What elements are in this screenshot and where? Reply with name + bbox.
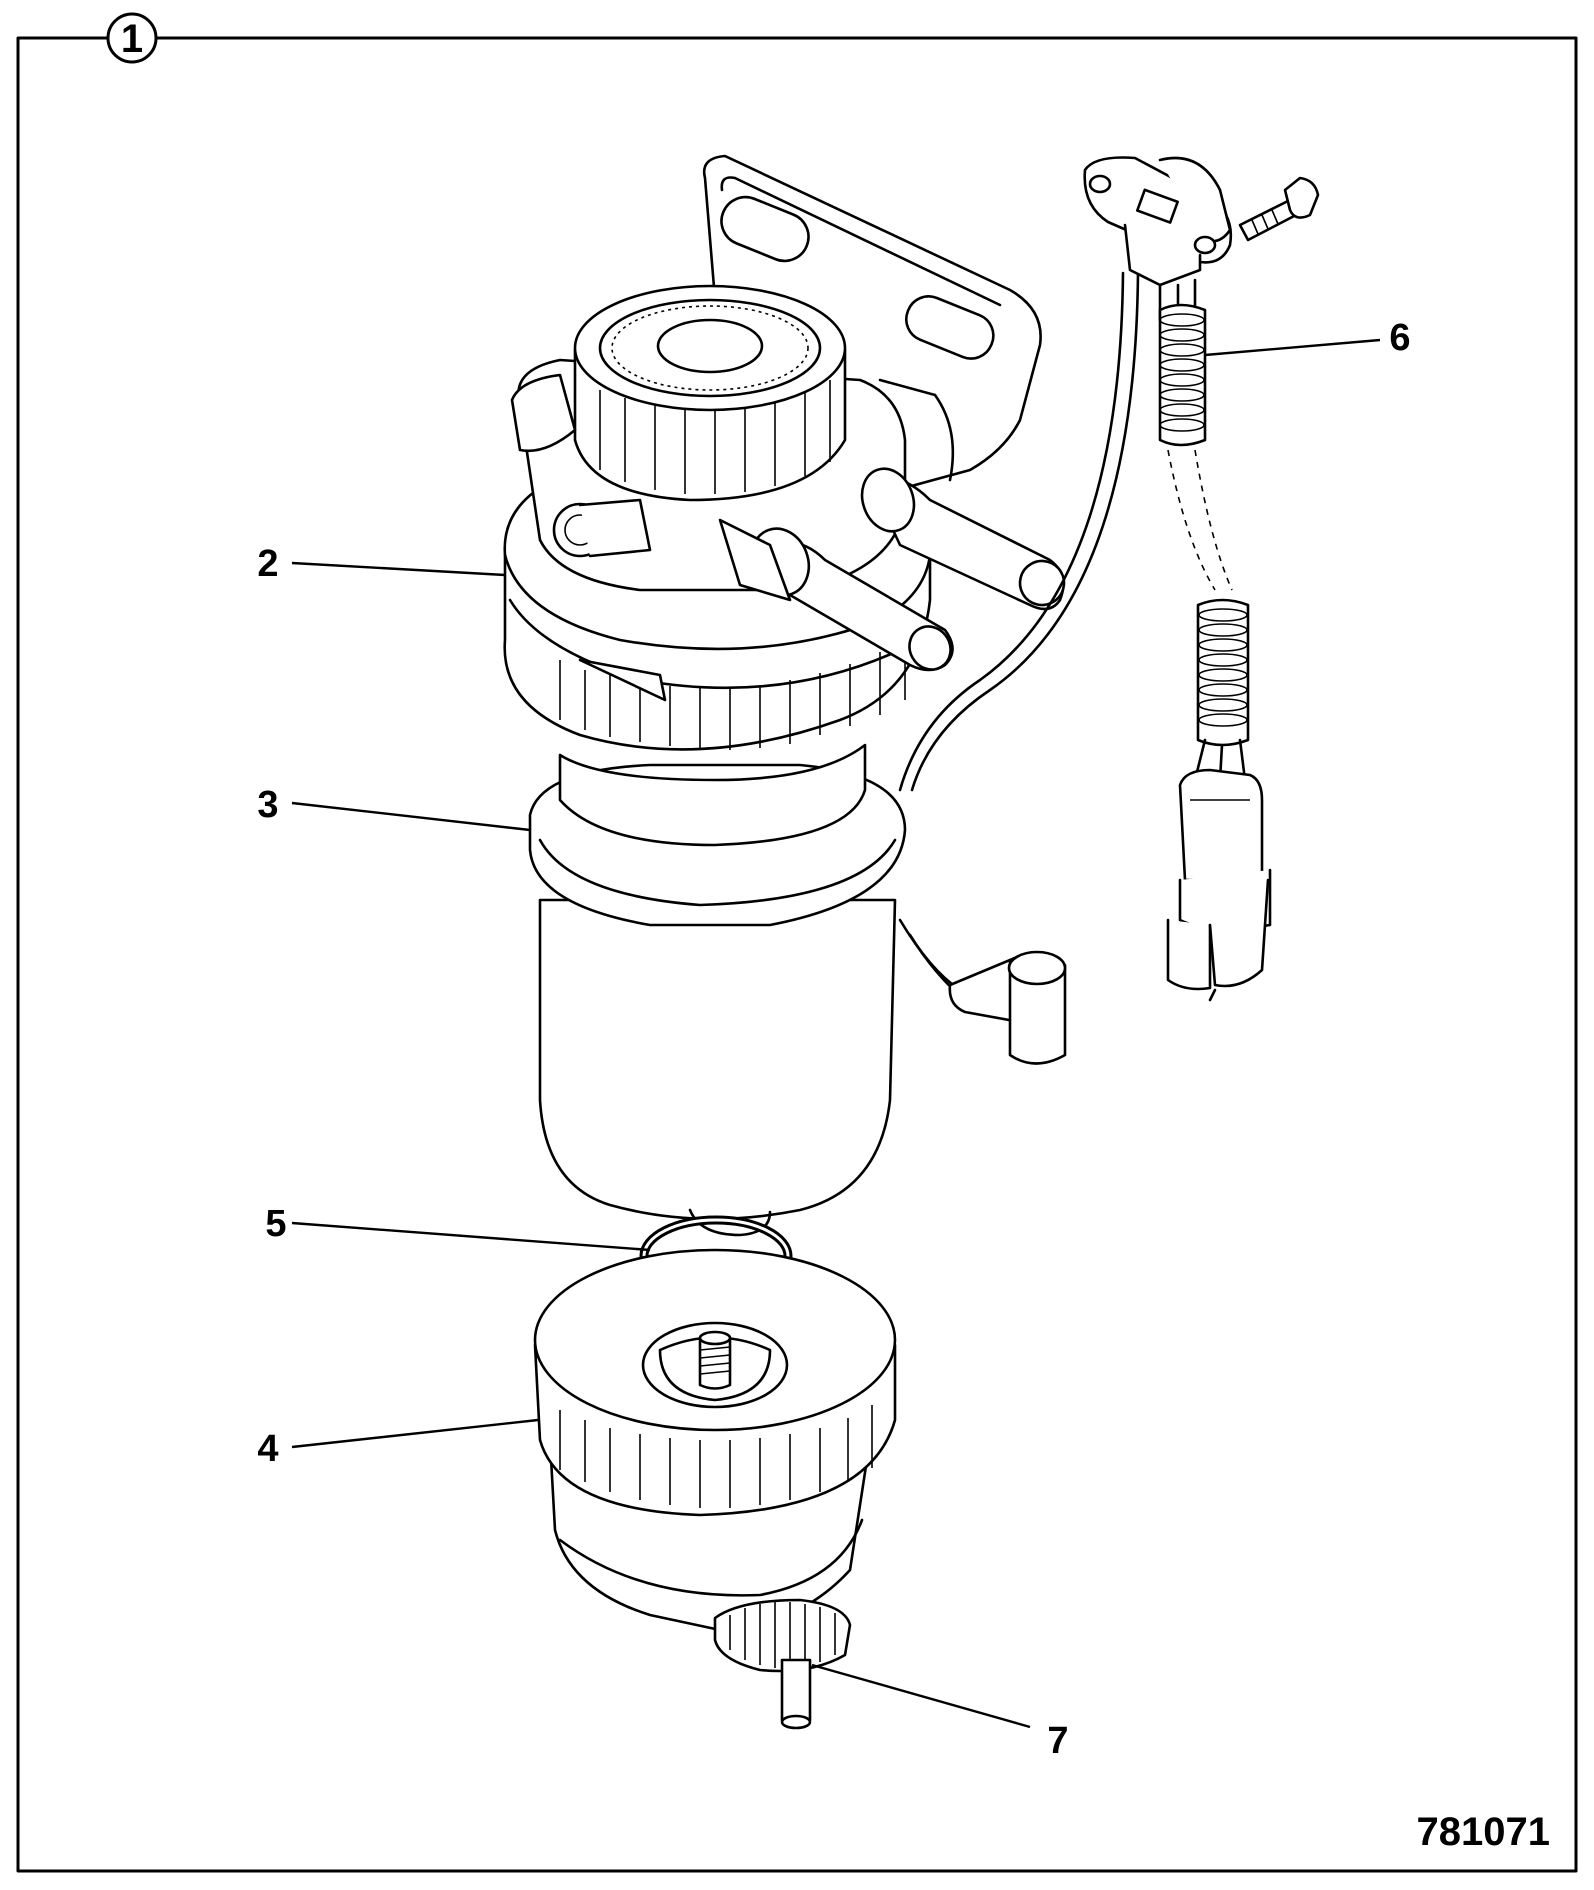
leader-lines	[291, 338, 1381, 1729]
primer-button	[656, 318, 764, 374]
sensor-bolt	[1238, 176, 1320, 242]
figure-number: 1	[121, 17, 143, 61]
filter-head-assembly	[503, 154, 1066, 751]
harness-connector	[1166, 768, 1272, 1002]
primer-cap-ribs	[599, 380, 831, 494]
filter-element-neck	[558, 743, 867, 847]
callout-3: 3	[257, 784, 278, 826]
bracket-slot-upper	[720, 195, 810, 263]
threaded-stud	[698, 1336, 732, 1390]
bracket-slot-lower	[905, 295, 995, 360]
filter-element-body	[538, 898, 897, 1221]
callout-4: 4	[257, 1428, 278, 1470]
drain-valve	[713, 1598, 852, 1730]
callout-6: 6	[1389, 317, 1410, 359]
callout-7: 7	[1047, 1720, 1068, 1762]
water-sensor-harness	[898, 156, 1320, 1065]
bowl-ring-serrations	[559, 1405, 873, 1508]
figure-frame: 1	[16, 12, 1578, 1873]
filter-element	[528, 743, 907, 1237]
harness-sleeve-lower	[1193, 598, 1250, 782]
callout-2: 2	[257, 543, 278, 585]
water-separator-bowl	[533, 1248, 897, 1632]
figure-reference-number: 781071	[1417, 1810, 1550, 1854]
callout-labels: 2 3 4 5 6 7	[257, 317, 1410, 1762]
callout-5: 5	[265, 1203, 286, 1245]
drain-tube	[780, 1658, 812, 1726]
head-ring-serrations	[559, 638, 906, 750]
figure-number-badge	[106, 12, 158, 64]
harness-sleeve-upper	[1158, 278, 1207, 447]
